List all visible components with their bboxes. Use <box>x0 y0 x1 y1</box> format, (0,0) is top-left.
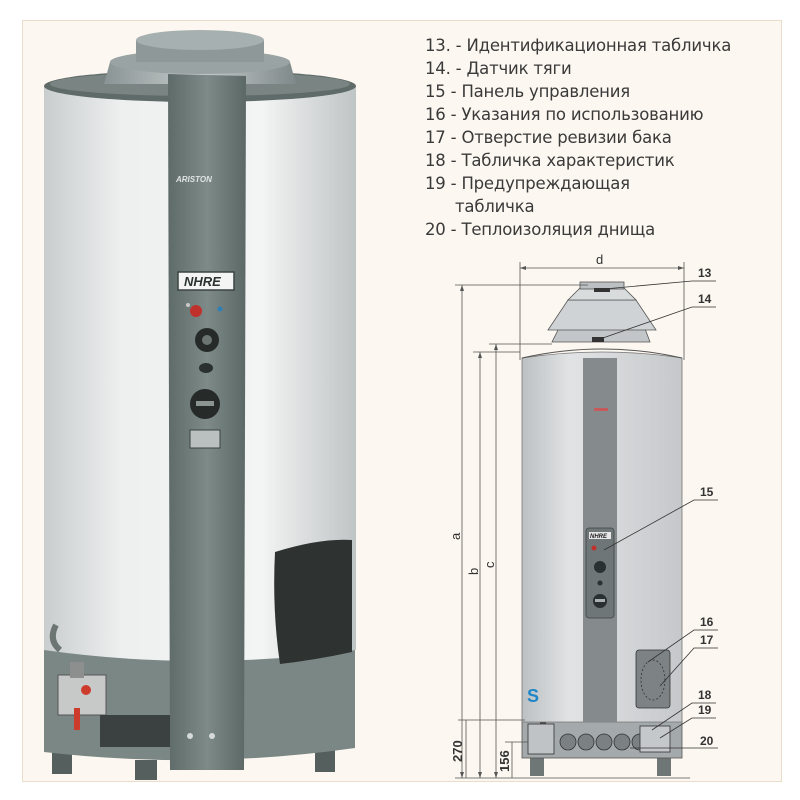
photo-leg-right <box>315 748 335 772</box>
legend-item-13: 13. - Идентификационная табличка <box>425 36 732 55</box>
drawing-dimension-lines <box>455 262 690 779</box>
drawing-thermostat-mark <box>595 599 605 602</box>
heater-photo: ARISTON NHRE <box>44 30 356 780</box>
photo-front-strip <box>168 74 246 770</box>
photo-inspection-cover <box>274 539 352 664</box>
photo-knob-center-icon <box>202 335 212 345</box>
photo-leg-left <box>52 752 72 774</box>
photo-gas-valve <box>49 623 170 747</box>
drawing-panel-model-label: NHRE <box>590 534 608 540</box>
photo-indicator-icon <box>186 303 190 307</box>
drawing-id-plate <box>594 288 610 292</box>
drawing-port-icon <box>597 580 603 586</box>
legend-list: 13. - Идентификационная табличка 14. - Д… <box>425 34 785 241</box>
drawing-panel-model-plate <box>589 532 611 539</box>
drawing-foot-right <box>657 756 671 776</box>
legend-item-14: 14. - Датчик тяги <box>425 59 572 78</box>
photo-screw-icon <box>187 733 193 739</box>
photo-blue-light-icon <box>217 306 223 312</box>
drawing-body-top-edge <box>521 348 683 359</box>
callout-leaders <box>599 280 718 749</box>
dimension-270-label: 270 <box>450 740 465 762</box>
drawing-red-button-icon <box>591 545 597 551</box>
photo-leg-front <box>135 760 157 780</box>
technical-drawing: NHRE S <box>448 252 718 779</box>
drawing-draft-sensor <box>592 337 604 342</box>
drawing-knob-icon <box>594 561 606 573</box>
callout-15: 15 <box>700 485 714 499</box>
photo-inspection-port-icon <box>199 363 213 373</box>
photo-logo: ARISTON <box>175 175 212 184</box>
drawing-arrowheads <box>460 266 684 778</box>
drawing-foot-left <box>530 756 544 776</box>
legend-item-17: 17 - Отверстие ревизии бака <box>425 128 672 147</box>
photo-screw-icon <box>209 733 215 739</box>
callout-20: 20 <box>700 734 714 748</box>
dimension-c-label: c <box>482 561 497 568</box>
drawing-gas-marker: S <box>527 686 539 706</box>
legend-item-15: 15 - Панель управления <box>425 82 631 101</box>
legend-item-16: 16 - Указания по использованию <box>425 105 704 124</box>
legend-item-18: 18 - Табличка характеристик <box>425 151 675 170</box>
photo-red-button-icon <box>190 305 202 317</box>
drawing-logo-mark <box>594 408 608 411</box>
callout-13: 13 <box>698 266 712 280</box>
dimension-d-label: d <box>596 252 603 267</box>
callout-17: 17 <box>700 633 714 647</box>
photo-model-label: NHRE <box>184 274 221 289</box>
dimension-b-label: b <box>466 568 481 575</box>
callout-16: 16 <box>700 615 714 629</box>
photo-thermostat-mark <box>196 401 214 406</box>
legend-item-20: 20 - Теплоизоляция днища <box>425 220 656 239</box>
dimension-156-label: 156 <box>497 750 512 772</box>
photo-info-plate <box>189 429 221 449</box>
dimension-a-label: a <box>448 532 463 540</box>
legend-item-19-continuation: табличка <box>455 197 535 216</box>
callout-14: 14 <box>698 292 712 306</box>
photo-model-plate <box>177 271 235 291</box>
callout-19: 19 <box>698 703 712 717</box>
drawing-gas-valve <box>527 723 555 755</box>
callout-18: 18 <box>698 688 712 702</box>
photo-flue-lid <box>136 30 264 50</box>
